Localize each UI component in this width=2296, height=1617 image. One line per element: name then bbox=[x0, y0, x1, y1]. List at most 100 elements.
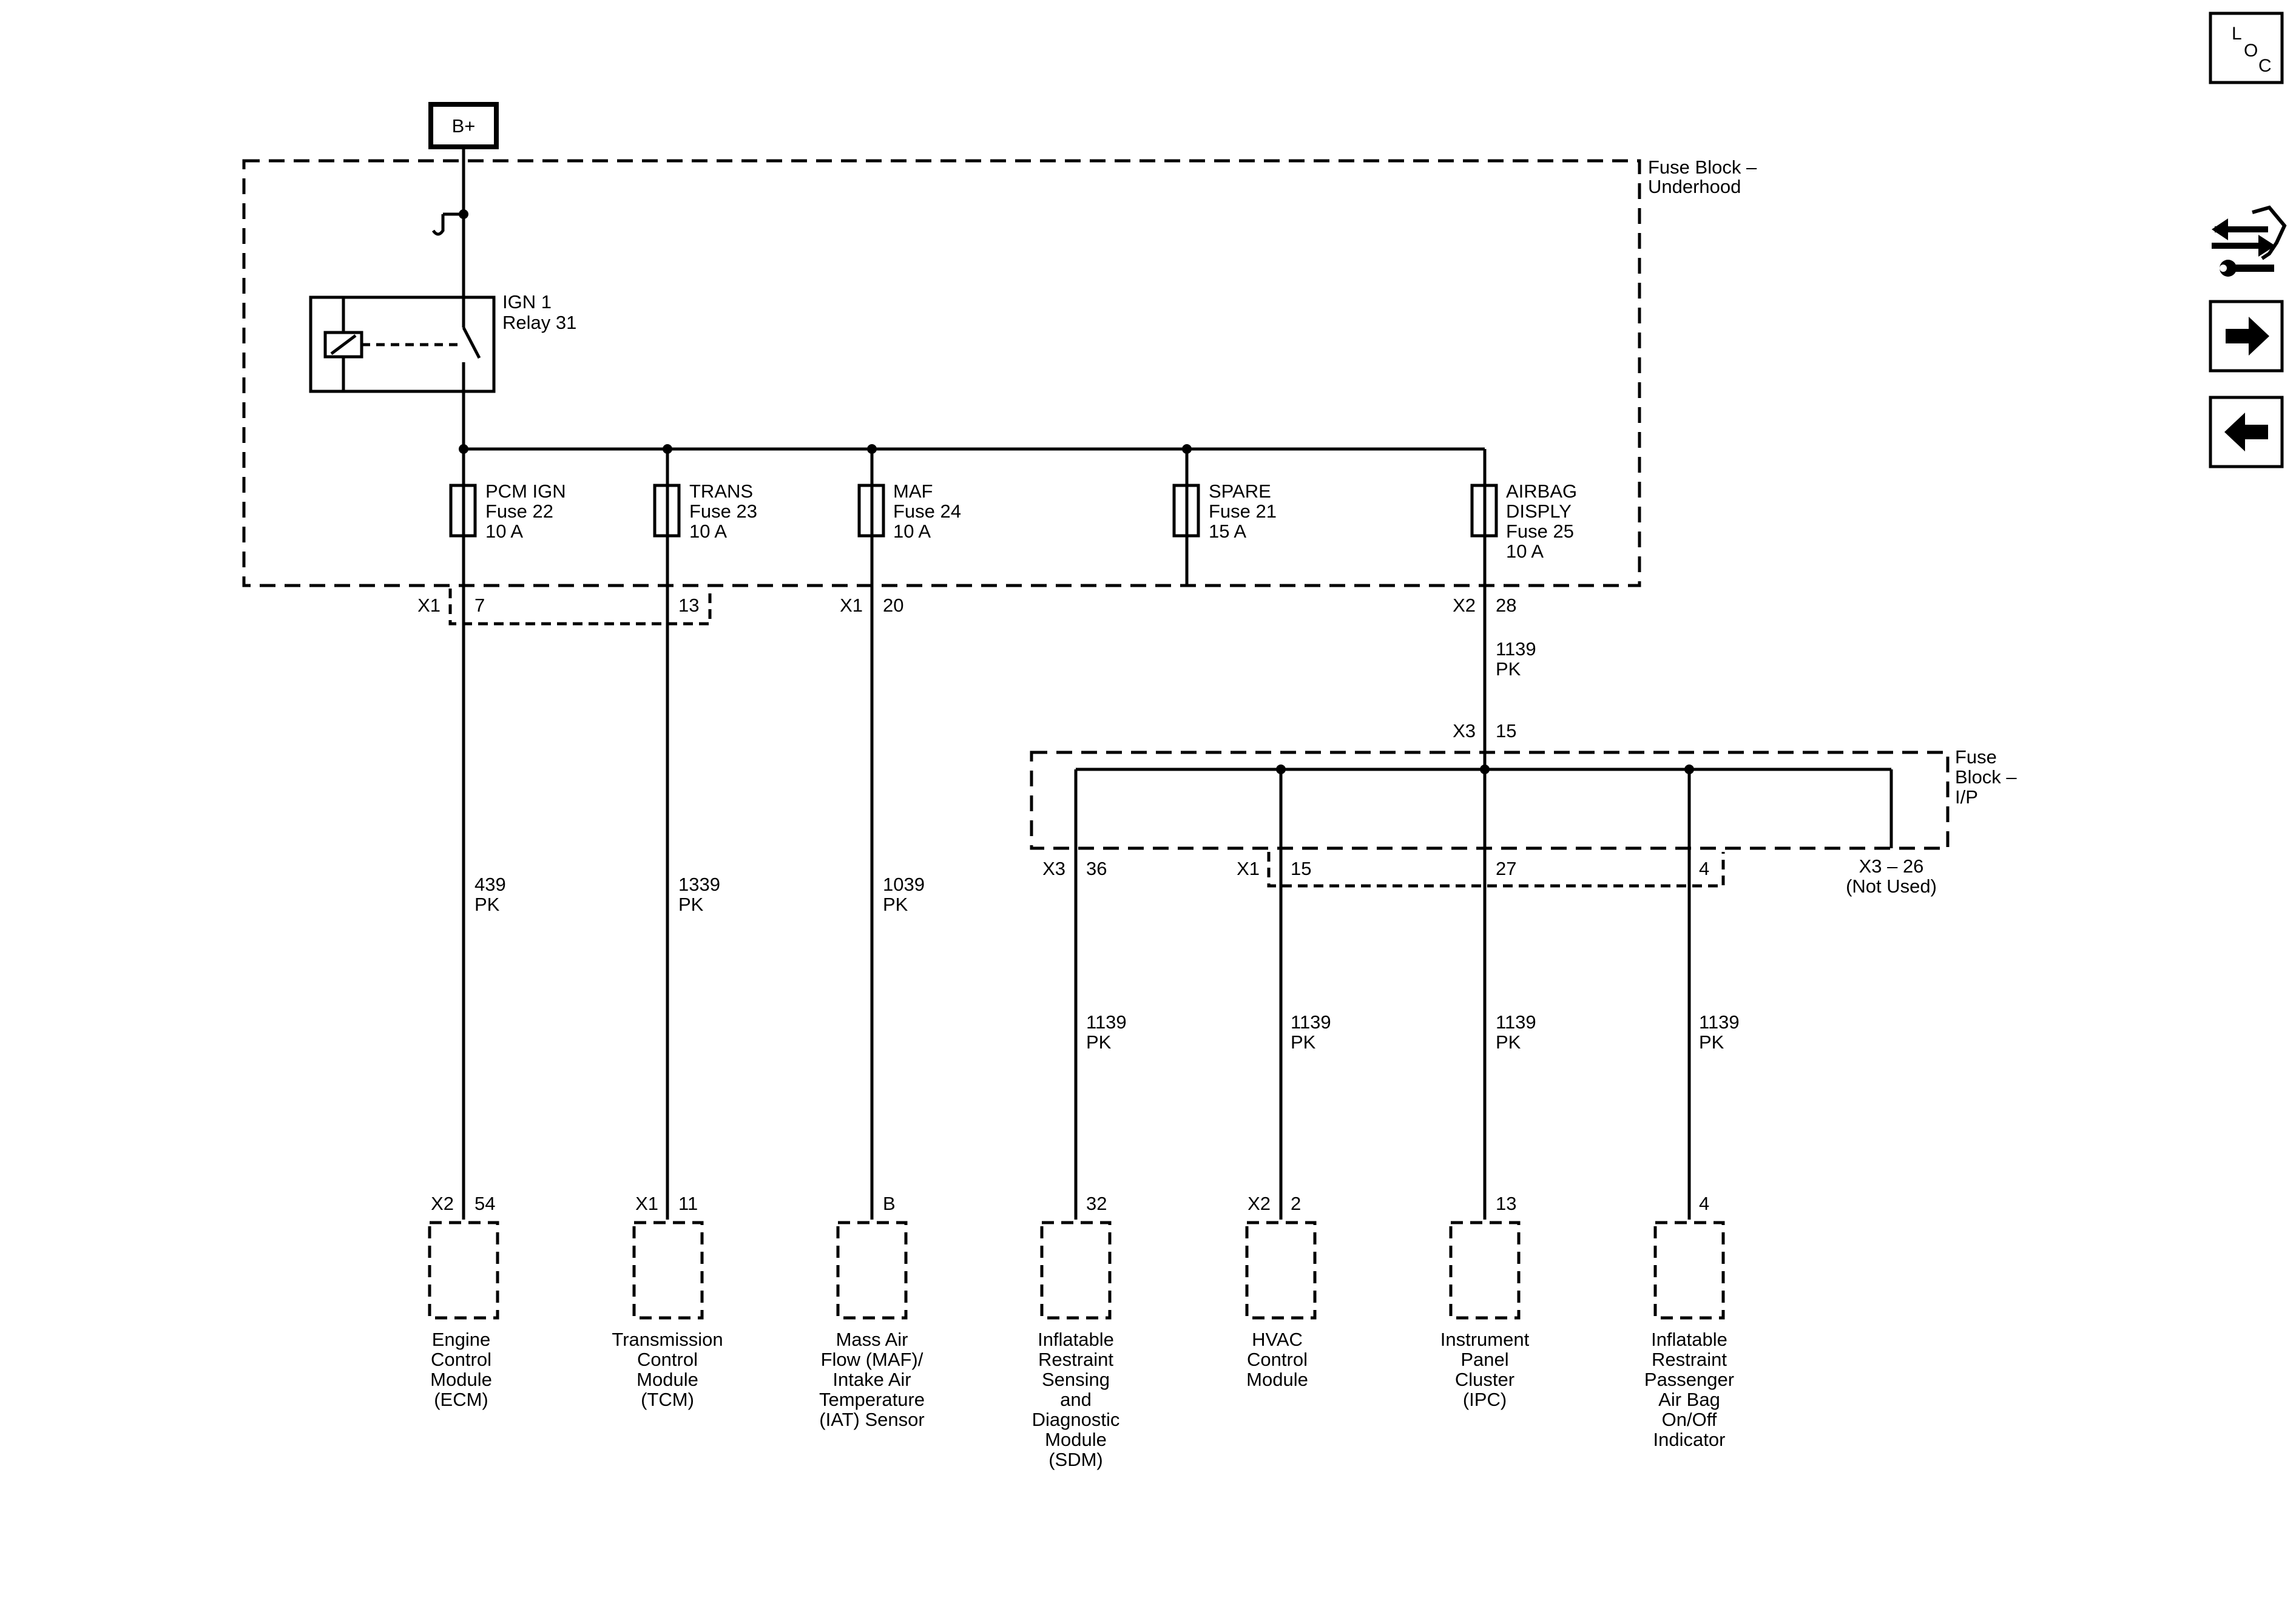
module-maf-pin: B bbox=[883, 1193, 896, 1214]
arrow-right-icon bbox=[2226, 317, 2269, 356]
ip-pin-4: 4 bbox=[1699, 858, 1709, 879]
fuse-block-ip-label-1: Fuse bbox=[1955, 746, 1997, 768]
ign1-relay: IGN 1 Relay 31 bbox=[309, 291, 576, 449]
conn-x1-maf: X1 bbox=[840, 595, 863, 616]
arrow-left-icon bbox=[2224, 413, 2268, 451]
module-maf-name-2: Flow (MAF)/ bbox=[821, 1349, 923, 1370]
relay-label-line1: IGN 1 bbox=[502, 291, 552, 312]
fuse-spare-line2: Fuse 21 bbox=[1209, 501, 1277, 522]
arrows-wrench-icon[interactable] bbox=[2212, 205, 2287, 277]
module-tcm: X1 11 Transmission Control Module (TCM) bbox=[612, 1193, 723, 1410]
fuse-block-ip-outline bbox=[1030, 751, 1950, 850]
wire-ecm-color: PK bbox=[474, 894, 500, 915]
module-pab-name-4: Air Bag bbox=[1658, 1389, 1720, 1410]
module-sdm: 32 Inflatable Restraint Sensing and Diag… bbox=[1032, 1193, 1120, 1470]
wire-pab-circuit: 1139 bbox=[1699, 1011, 1740, 1033]
module-pab-name-1: Inflatable bbox=[1651, 1329, 1727, 1350]
fuse-airbag-line4: 10 A bbox=[1506, 541, 1544, 562]
module-ipc-name-2: Panel bbox=[1460, 1349, 1508, 1370]
fuse-maf-line3: 10 A bbox=[893, 521, 931, 542]
module-ipc-name-4: (IPC) bbox=[1463, 1389, 1507, 1410]
wire-ipc-circuit: 1139 bbox=[1496, 1011, 1536, 1033]
ip-conn-x1: X1 bbox=[1237, 858, 1260, 879]
module-pab-name-5: On/Off bbox=[1662, 1409, 1717, 1430]
fuse-pcm-ign-line3: 10 A bbox=[485, 521, 523, 542]
ip-x1-connector-outline bbox=[1267, 852, 1725, 888]
conn-x2-airbag: X2 bbox=[1453, 595, 1476, 616]
wire-tcm-color: PK bbox=[678, 894, 704, 915]
module-tcm-name-4: (TCM) bbox=[641, 1389, 694, 1410]
fuse-trans: TRANS Fuse 23 10 A bbox=[653, 449, 757, 1220]
module-tcm-name-3: Module bbox=[636, 1369, 698, 1390]
module-pab-name-6: Indicator bbox=[1653, 1429, 1726, 1450]
module-sdm-name-1: Inflatable bbox=[1038, 1329, 1114, 1350]
fuse-airbag-line1: AIRBAG bbox=[1506, 481, 1577, 502]
loc-letter-l: L bbox=[2232, 24, 2242, 44]
module-sdm-name-6: Module bbox=[1045, 1429, 1107, 1450]
module-ipc: 13 Instrument Panel Cluster (IPC) bbox=[1440, 1193, 1530, 1410]
ip-pin-36: 36 bbox=[1086, 858, 1107, 879]
module-ecm-name-1: Engine bbox=[432, 1329, 491, 1350]
fuse-maf-line1: MAF bbox=[893, 481, 933, 502]
fuse-pcm-ign-line2: Fuse 22 bbox=[485, 501, 553, 522]
module-sdm-name-5: Diagnostic bbox=[1032, 1409, 1120, 1430]
fuse-maf: MAF Fuse 24 10 A bbox=[857, 449, 961, 1220]
module-sdm-name-7: (SDM) bbox=[1048, 1449, 1103, 1470]
wire-ecm-circuit: 439 bbox=[474, 874, 506, 895]
wire-maf-color: PK bbox=[883, 894, 908, 915]
module-hvac-name-1: HVAC bbox=[1252, 1329, 1303, 1350]
module-sdm-name-2: Restraint bbox=[1038, 1349, 1113, 1370]
wire-hvac-circuit: 1139 bbox=[1291, 1011, 1331, 1033]
module-ipc-name-1: Instrument bbox=[1440, 1329, 1530, 1350]
wire-hvac-color: PK bbox=[1291, 1031, 1316, 1053]
ip-pin-27: 27 bbox=[1496, 858, 1516, 879]
module-hvac-name-2: Control bbox=[1247, 1349, 1308, 1370]
ip-pin-15: 15 bbox=[1291, 858, 1311, 879]
module-maf-name-3: Intake Air bbox=[832, 1369, 911, 1390]
arrow-right-button[interactable] bbox=[2209, 300, 2284, 373]
module-sdm-pin: 32 bbox=[1086, 1193, 1107, 1214]
module-pab-name-2: Restraint bbox=[1652, 1349, 1727, 1370]
module-tcm-name-2: Control bbox=[637, 1349, 698, 1370]
ip-conn-x3: X3 bbox=[1042, 858, 1065, 879]
wire-maf-circuit: 1039 bbox=[883, 874, 925, 895]
arrow-left-button[interactable] bbox=[2209, 396, 2284, 468]
not-used-label-1: X3 – 26 bbox=[1859, 856, 1924, 877]
module-ecm-pin: 54 bbox=[474, 1193, 495, 1214]
loc-letter-o: O bbox=[2244, 41, 2258, 61]
module-passenger-airbag-indicator: 4 Inflatable Restraint Passenger Air Bag… bbox=[1644, 1193, 1734, 1450]
feed-wire-color: PK bbox=[1496, 658, 1521, 680]
battery-supply: B+ bbox=[428, 102, 499, 149]
loc-button[interactable]: L O C bbox=[2209, 12, 2284, 84]
ip-entry-conn: X3 bbox=[1453, 720, 1476, 741]
module-tcm-pin: 11 bbox=[678, 1193, 698, 1214]
fuse-pcm-ign: PCM IGN Fuse 22 10 A bbox=[449, 449, 566, 1220]
module-ecm: X2 54 Engine Control Module (ECM) bbox=[428, 1193, 499, 1410]
module-ipc-name-3: Cluster bbox=[1455, 1369, 1514, 1390]
battery-supply-label: B+ bbox=[452, 115, 476, 137]
relay-label-line2: Relay 31 bbox=[502, 312, 576, 333]
fuse-block-underhood-outline bbox=[242, 159, 1641, 587]
pin-20: 20 bbox=[883, 595, 903, 616]
module-ecm-name-4: (ECM) bbox=[434, 1389, 488, 1410]
fuse-block-underhood-label: Fuse Block – bbox=[1648, 157, 1757, 178]
conn-x1-pcm: X1 bbox=[417, 595, 441, 616]
wire-ipc-color: PK bbox=[1496, 1031, 1521, 1053]
wire-sdm-circuit: 1139 bbox=[1086, 1011, 1127, 1033]
module-sdm-name-3: Sensing bbox=[1042, 1369, 1110, 1390]
module-ipc-pin: 13 bbox=[1496, 1193, 1516, 1214]
module-hvac-pin: 2 bbox=[1291, 1193, 1301, 1214]
module-pab-pin: 4 bbox=[1699, 1193, 1709, 1214]
pin-28: 28 bbox=[1496, 595, 1516, 616]
module-hvac-name-3: Module bbox=[1246, 1369, 1308, 1390]
module-maf-name-5: (IAT) Sensor bbox=[819, 1409, 924, 1430]
fuse-airbag-line3: Fuse 25 bbox=[1506, 521, 1574, 542]
not-used-label-2: (Not Used) bbox=[1846, 876, 1937, 897]
fuse-spare-line3: 15 A bbox=[1209, 521, 1246, 542]
fuse-trans-line1: TRANS bbox=[689, 481, 753, 502]
pin-7: 7 bbox=[474, 595, 485, 616]
fuse-block-underhood-label-2: Underhood bbox=[1648, 176, 1741, 197]
fuse-trans-line3: 10 A bbox=[689, 521, 727, 542]
module-maf-name-4: Temperature bbox=[819, 1389, 925, 1410]
